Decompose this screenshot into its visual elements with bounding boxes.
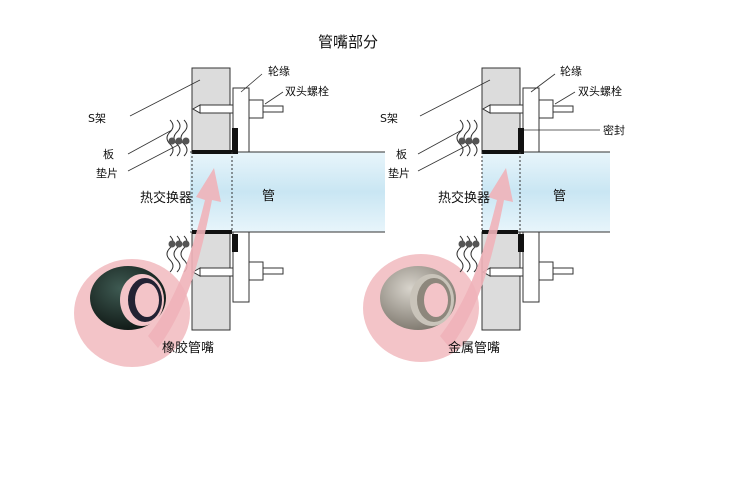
right-panel: 轮缘 双头螺栓 密封 S架 板 垫片 热交换器 管 金属管嘴	[363, 64, 625, 362]
right-label-gasket: 垫片	[388, 166, 410, 180]
left-label-rim: 轮缘	[268, 64, 290, 78]
metal-nozzle-image	[380, 266, 456, 330]
right-label-s-frame: S架	[380, 112, 398, 125]
rubber-nozzle-image	[90, 266, 166, 330]
left-panel: 轮缘 双头螺栓 S架 板 垫片 热交换器 管 橡胶管嘴	[74, 64, 385, 367]
right-label-nozzle: 金属管嘴	[448, 340, 500, 356]
right-flange-bottom	[522, 231, 540, 303]
left-wall-bottom	[191, 231, 231, 331]
left-arrow	[148, 168, 221, 348]
right-label-plate: 板	[396, 147, 407, 161]
left-pipe	[190, 152, 385, 232]
left-label-pipe: 管	[262, 189, 275, 204]
left-label-stud-bolt: 双头螺栓	[285, 84, 329, 98]
left-label-plate: 板	[103, 147, 114, 161]
left-label-s-frame: S架	[88, 112, 106, 125]
right-label-stud-bolt: 双头螺栓	[578, 84, 622, 98]
right-label-seal: 密封	[603, 123, 625, 137]
right-arrow	[440, 168, 513, 348]
page-title: 管嘴部分	[318, 33, 378, 51]
right-label-rim: 轮缘	[560, 64, 582, 78]
right-flange-top	[522, 87, 540, 153]
left-label-heat-exchanger: 热交换器	[140, 190, 192, 206]
right-label-heat-exchanger: 热交换器	[438, 190, 490, 206]
right-label-pipe: 管	[553, 189, 566, 204]
left-label-nozzle: 橡胶管嘴	[162, 340, 214, 356]
left-label-gasket: 垫片	[96, 166, 118, 180]
